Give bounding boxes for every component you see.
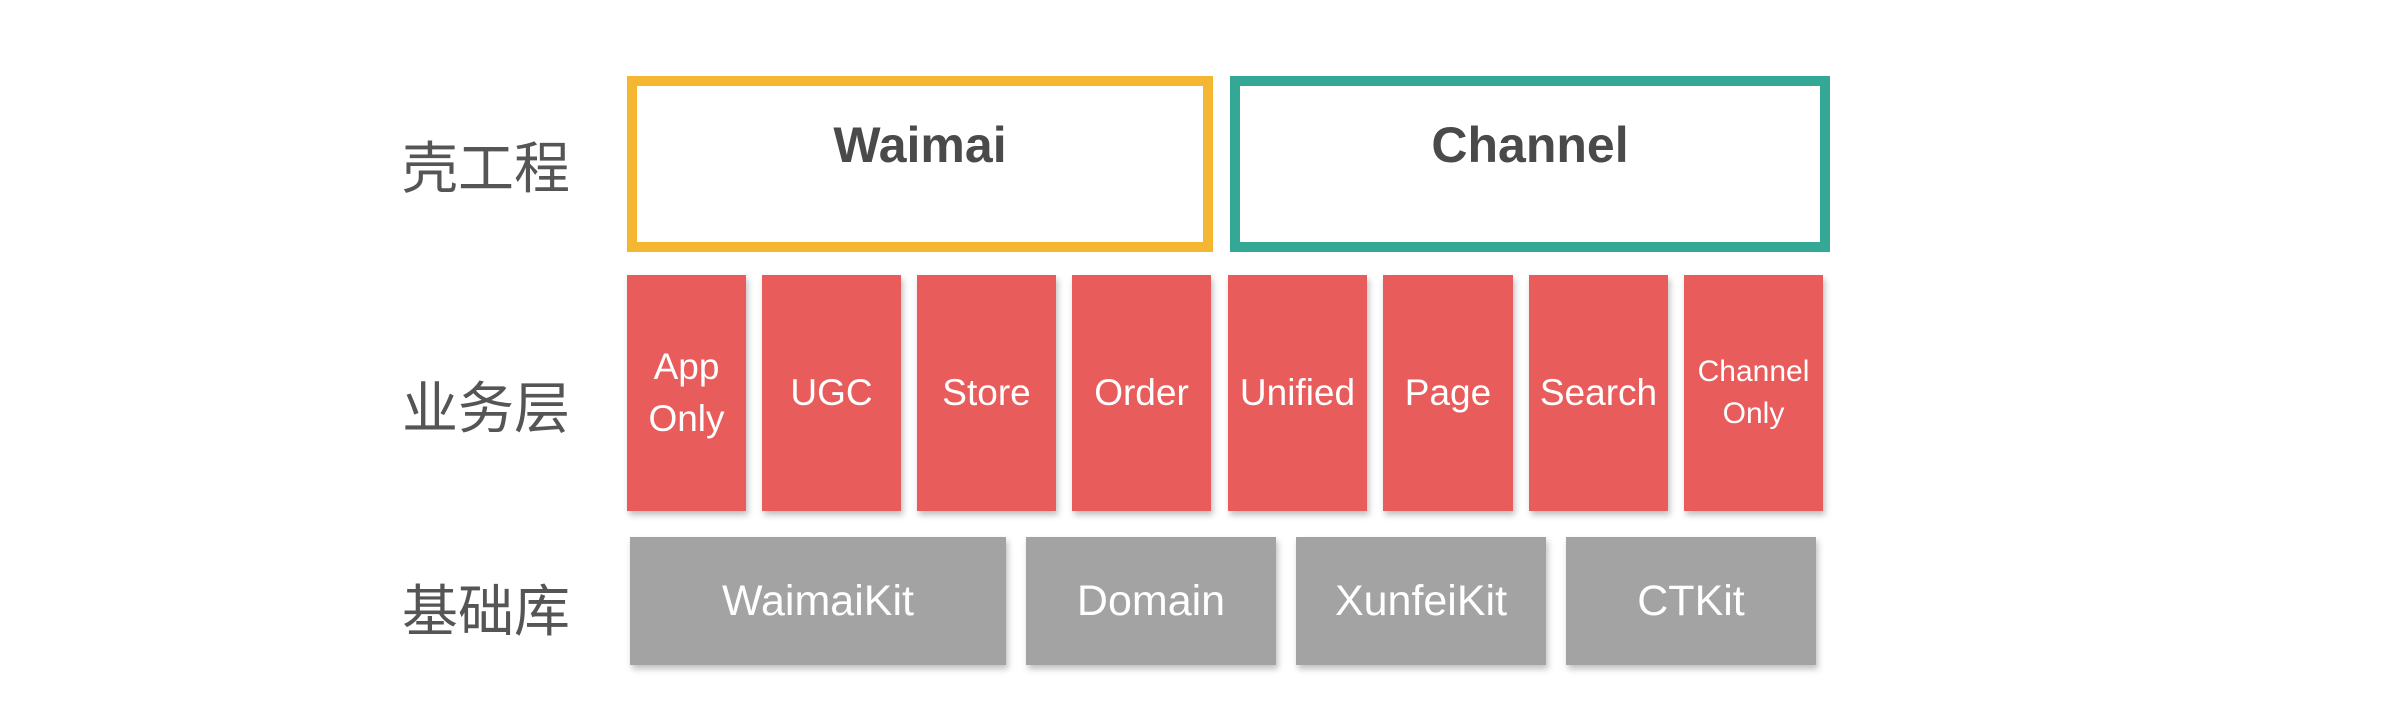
- business-module-channel-only: Channel Only: [1684, 275, 1823, 511]
- shell-title-waimai: Waimai: [833, 117, 1007, 173]
- shell-title-channel: Channel: [1431, 117, 1629, 173]
- base-library-domain: Domain: [1026, 537, 1276, 665]
- business-module-label: Unified: [1239, 372, 1356, 413]
- base-library-label: WaimaiKit: [722, 576, 914, 625]
- business-module-order: Order: [1072, 275, 1211, 511]
- business-module-unified: Unified: [1228, 275, 1367, 511]
- business-module-label: Channel Only: [1697, 355, 1810, 430]
- business-module-label: Order: [1094, 372, 1189, 413]
- base-library-label: CTKit: [1637, 576, 1745, 625]
- base-library-waimaikit: WaimaiKit: [630, 537, 1006, 665]
- row-label-shell: 壳工程: [402, 137, 570, 202]
- base-library-label: Domain: [1076, 576, 1226, 625]
- shell-box-waimai: Waimai: [627, 76, 1213, 252]
- business-module-label: Page: [1404, 372, 1492, 413]
- base-library-ctkit: CTKit: [1566, 537, 1816, 665]
- shell-box-channel: Channel: [1230, 76, 1830, 252]
- row-label-base: 基础库: [402, 580, 570, 645]
- business-module-label: App Only: [648, 346, 725, 439]
- base-library-label: XunfeiKit: [1334, 576, 1508, 625]
- business-module-page: Page: [1383, 275, 1513, 511]
- business-module-label: Store: [942, 372, 1031, 413]
- base-library-xunfeikit: XunfeiKit: [1296, 537, 1546, 665]
- business-module-label: UGC: [790, 372, 873, 413]
- business-module-label: Search: [1539, 372, 1658, 413]
- business-module-store: Store: [917, 275, 1056, 511]
- business-module-ugc: UGC: [762, 275, 901, 511]
- row-label-business: 业务层: [402, 377, 570, 442]
- business-module-app-only: App Only: [627, 275, 746, 511]
- business-module-search: Search: [1529, 275, 1668, 511]
